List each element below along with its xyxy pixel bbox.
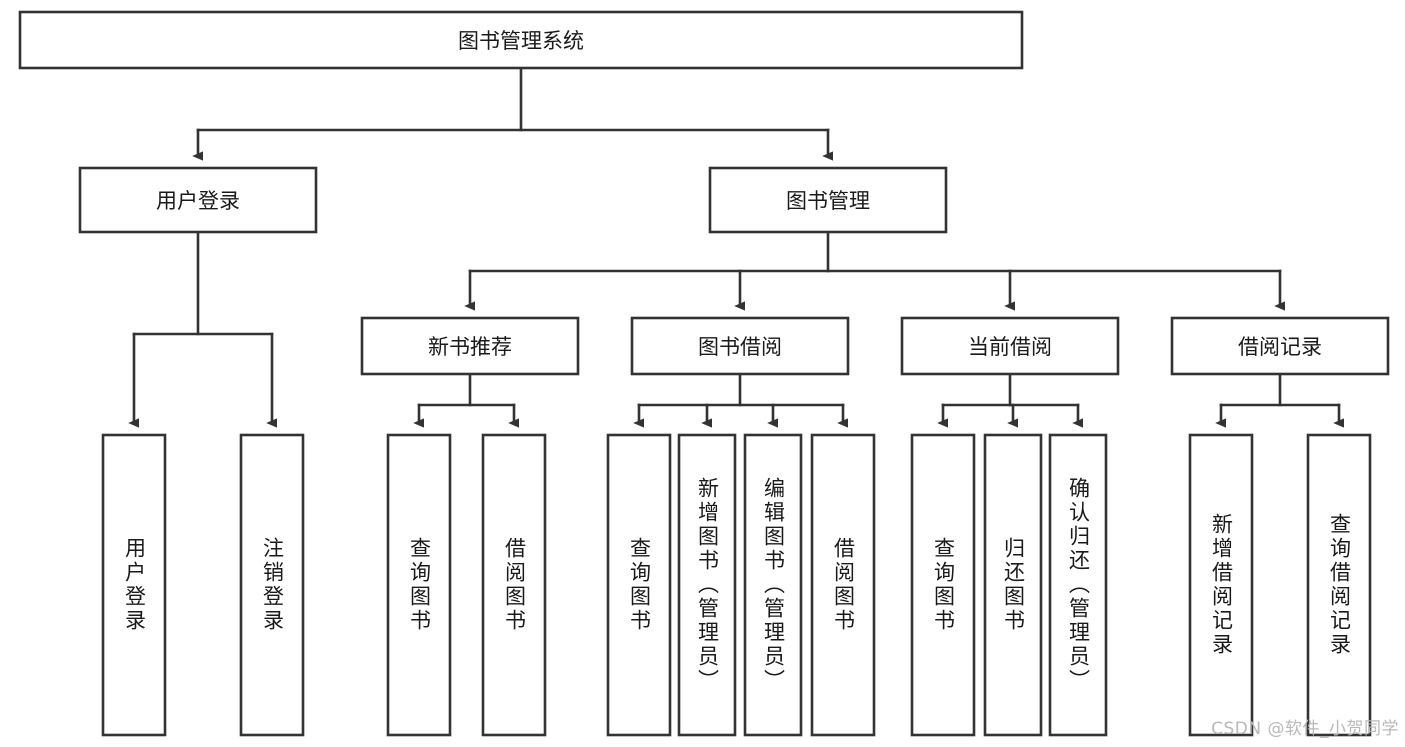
- node-book-borrow[interactable]: 图书借阅: [630, 316, 850, 376]
- node-user-login-box[interactable]: [78, 166, 318, 234]
- leaf-box-group: [101, 433, 1372, 737]
- node-current-borrow-label: 当前借阅: [968, 335, 1052, 359]
- csdn-watermark: CSDN @软件_小贺同学: [1211, 719, 1399, 739]
- node-new-book-recommend[interactable]: 新书推荐: [360, 316, 580, 376]
- node-book-management-label: 图书管理: [786, 189, 870, 213]
- node-current-borrow[interactable]: 当前借阅: [900, 316, 1120, 376]
- leaf-box-logout-login[interactable]: [239, 433, 305, 737]
- node-borrow-record-label: 借阅记录: [1238, 335, 1322, 359]
- leaf-box-borrow-book[interactable]: [810, 433, 876, 737]
- node-borrow-record[interactable]: 借阅记录: [1170, 316, 1390, 376]
- leaf-box-add-borrow-record[interactable]: [1188, 433, 1254, 737]
- node-book-management[interactable]: 图书管理: [708, 166, 948, 234]
- node-root-box[interactable]: [18, 10, 1024, 70]
- connector-group: [128, 66, 1345, 428]
- leaf-box-query-book-recommend[interactable]: [386, 433, 452, 737]
- leaf-box-add-book-admin[interactable]: [677, 433, 737, 737]
- leaf-box-edit-book-admin[interactable]: [743, 433, 803, 737]
- leaf-box-query-book-borrow[interactable]: [606, 433, 672, 737]
- node-book-borrow-box[interactable]: [630, 316, 850, 376]
- node-book-management-box[interactable]: [708, 166, 948, 234]
- leaf-box-query-book-current[interactable]: [910, 433, 976, 737]
- leaf-box-borrow-book-recommend[interactable]: [481, 433, 547, 737]
- leaf-box-return-book[interactable]: [983, 433, 1043, 737]
- node-new-book-recommend-box[interactable]: [360, 316, 580, 376]
- node-user-login-label: 用户登录: [156, 189, 240, 213]
- node-root-label: 图书管理系统: [458, 29, 584, 53]
- node-new-book-recommend-label: 新书推荐: [428, 335, 512, 359]
- node-book-borrow-label: 图书借阅: [698, 335, 782, 359]
- node-root[interactable]: 图书管理系统: [18, 10, 1024, 70]
- node-borrow-record-box[interactable]: [1170, 316, 1390, 376]
- node-current-borrow-box[interactable]: [900, 316, 1120, 376]
- leaf-box-confirm-return-admin[interactable]: [1048, 433, 1108, 737]
- leaf-box-query-borrow-record[interactable]: [1306, 433, 1372, 737]
- leaf-box-user-login[interactable]: [101, 433, 167, 737]
- node-user-login[interactable]: 用户登录: [78, 166, 318, 234]
